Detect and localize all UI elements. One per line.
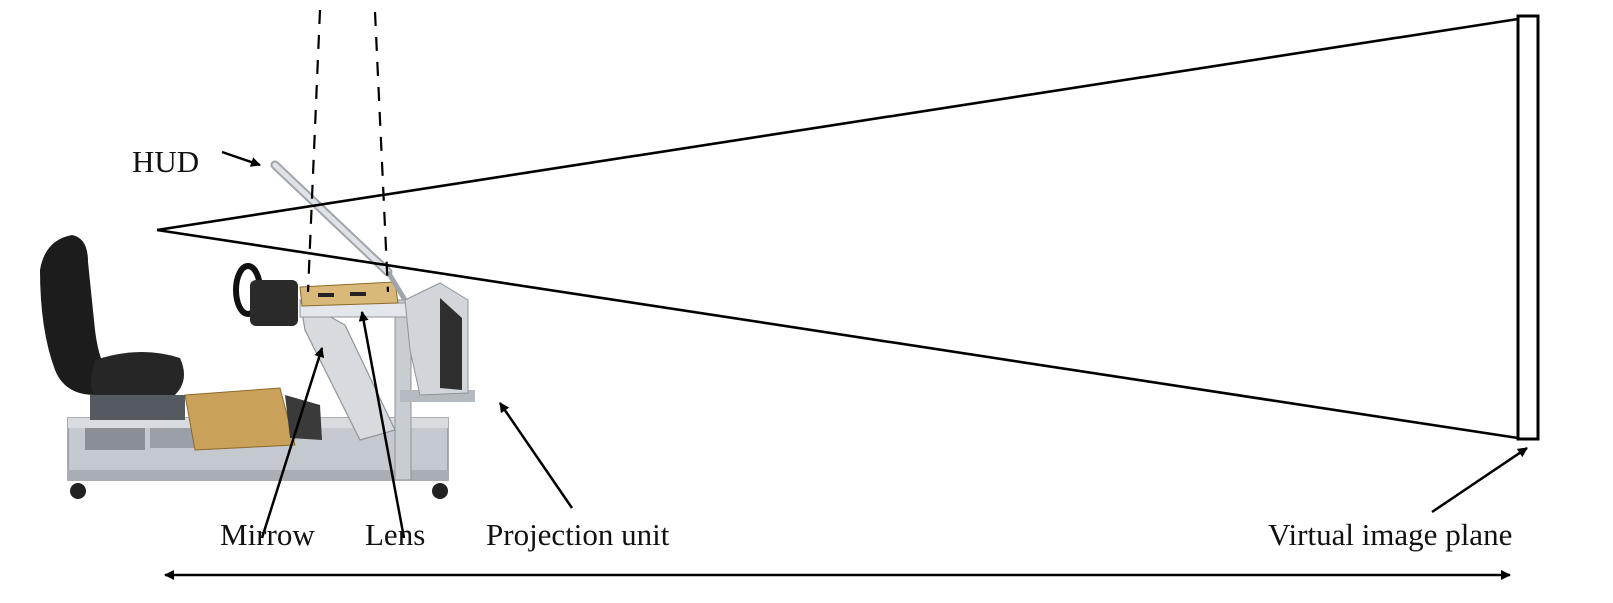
virtual-image-plane [1516, 14, 1540, 441]
steering-wheel [233, 263, 298, 326]
lens-label: Lens [365, 517, 425, 552]
caster-wheel [432, 483, 448, 499]
optical-path-dashed-line [373, 11, 390, 293]
projection-unit-label: Projection unit [486, 517, 670, 552]
simulator-frame [299, 298, 475, 481]
hud-pointer-arrow [221, 150, 261, 167]
lens-box [299, 281, 399, 307]
pedals [285, 395, 322, 440]
frustum-upper-edge [156, 17, 1519, 232]
caster-wheel [70, 483, 86, 499]
mirror-label: Mirrow [220, 517, 315, 552]
virtual-image-plane-label: Virtual image plane [1268, 517, 1512, 552]
hud-combiner-glass [270, 160, 408, 302]
mirror-pointer-arrow [260, 347, 325, 539]
lens-pointer-arrow [358, 311, 406, 539]
virtual-image-plane-pointer-arrow [1431, 446, 1528, 514]
projection-unit-device [404, 282, 469, 396]
driver-seat [40, 235, 185, 420]
projection-unit-pointer-arrow [498, 402, 574, 509]
hud-label: HUD [132, 144, 199, 179]
optical-path-dashed-line [306, 9, 322, 293]
wooden-floor-board [184, 387, 296, 451]
frustum-lower-edge [156, 228, 1519, 440]
